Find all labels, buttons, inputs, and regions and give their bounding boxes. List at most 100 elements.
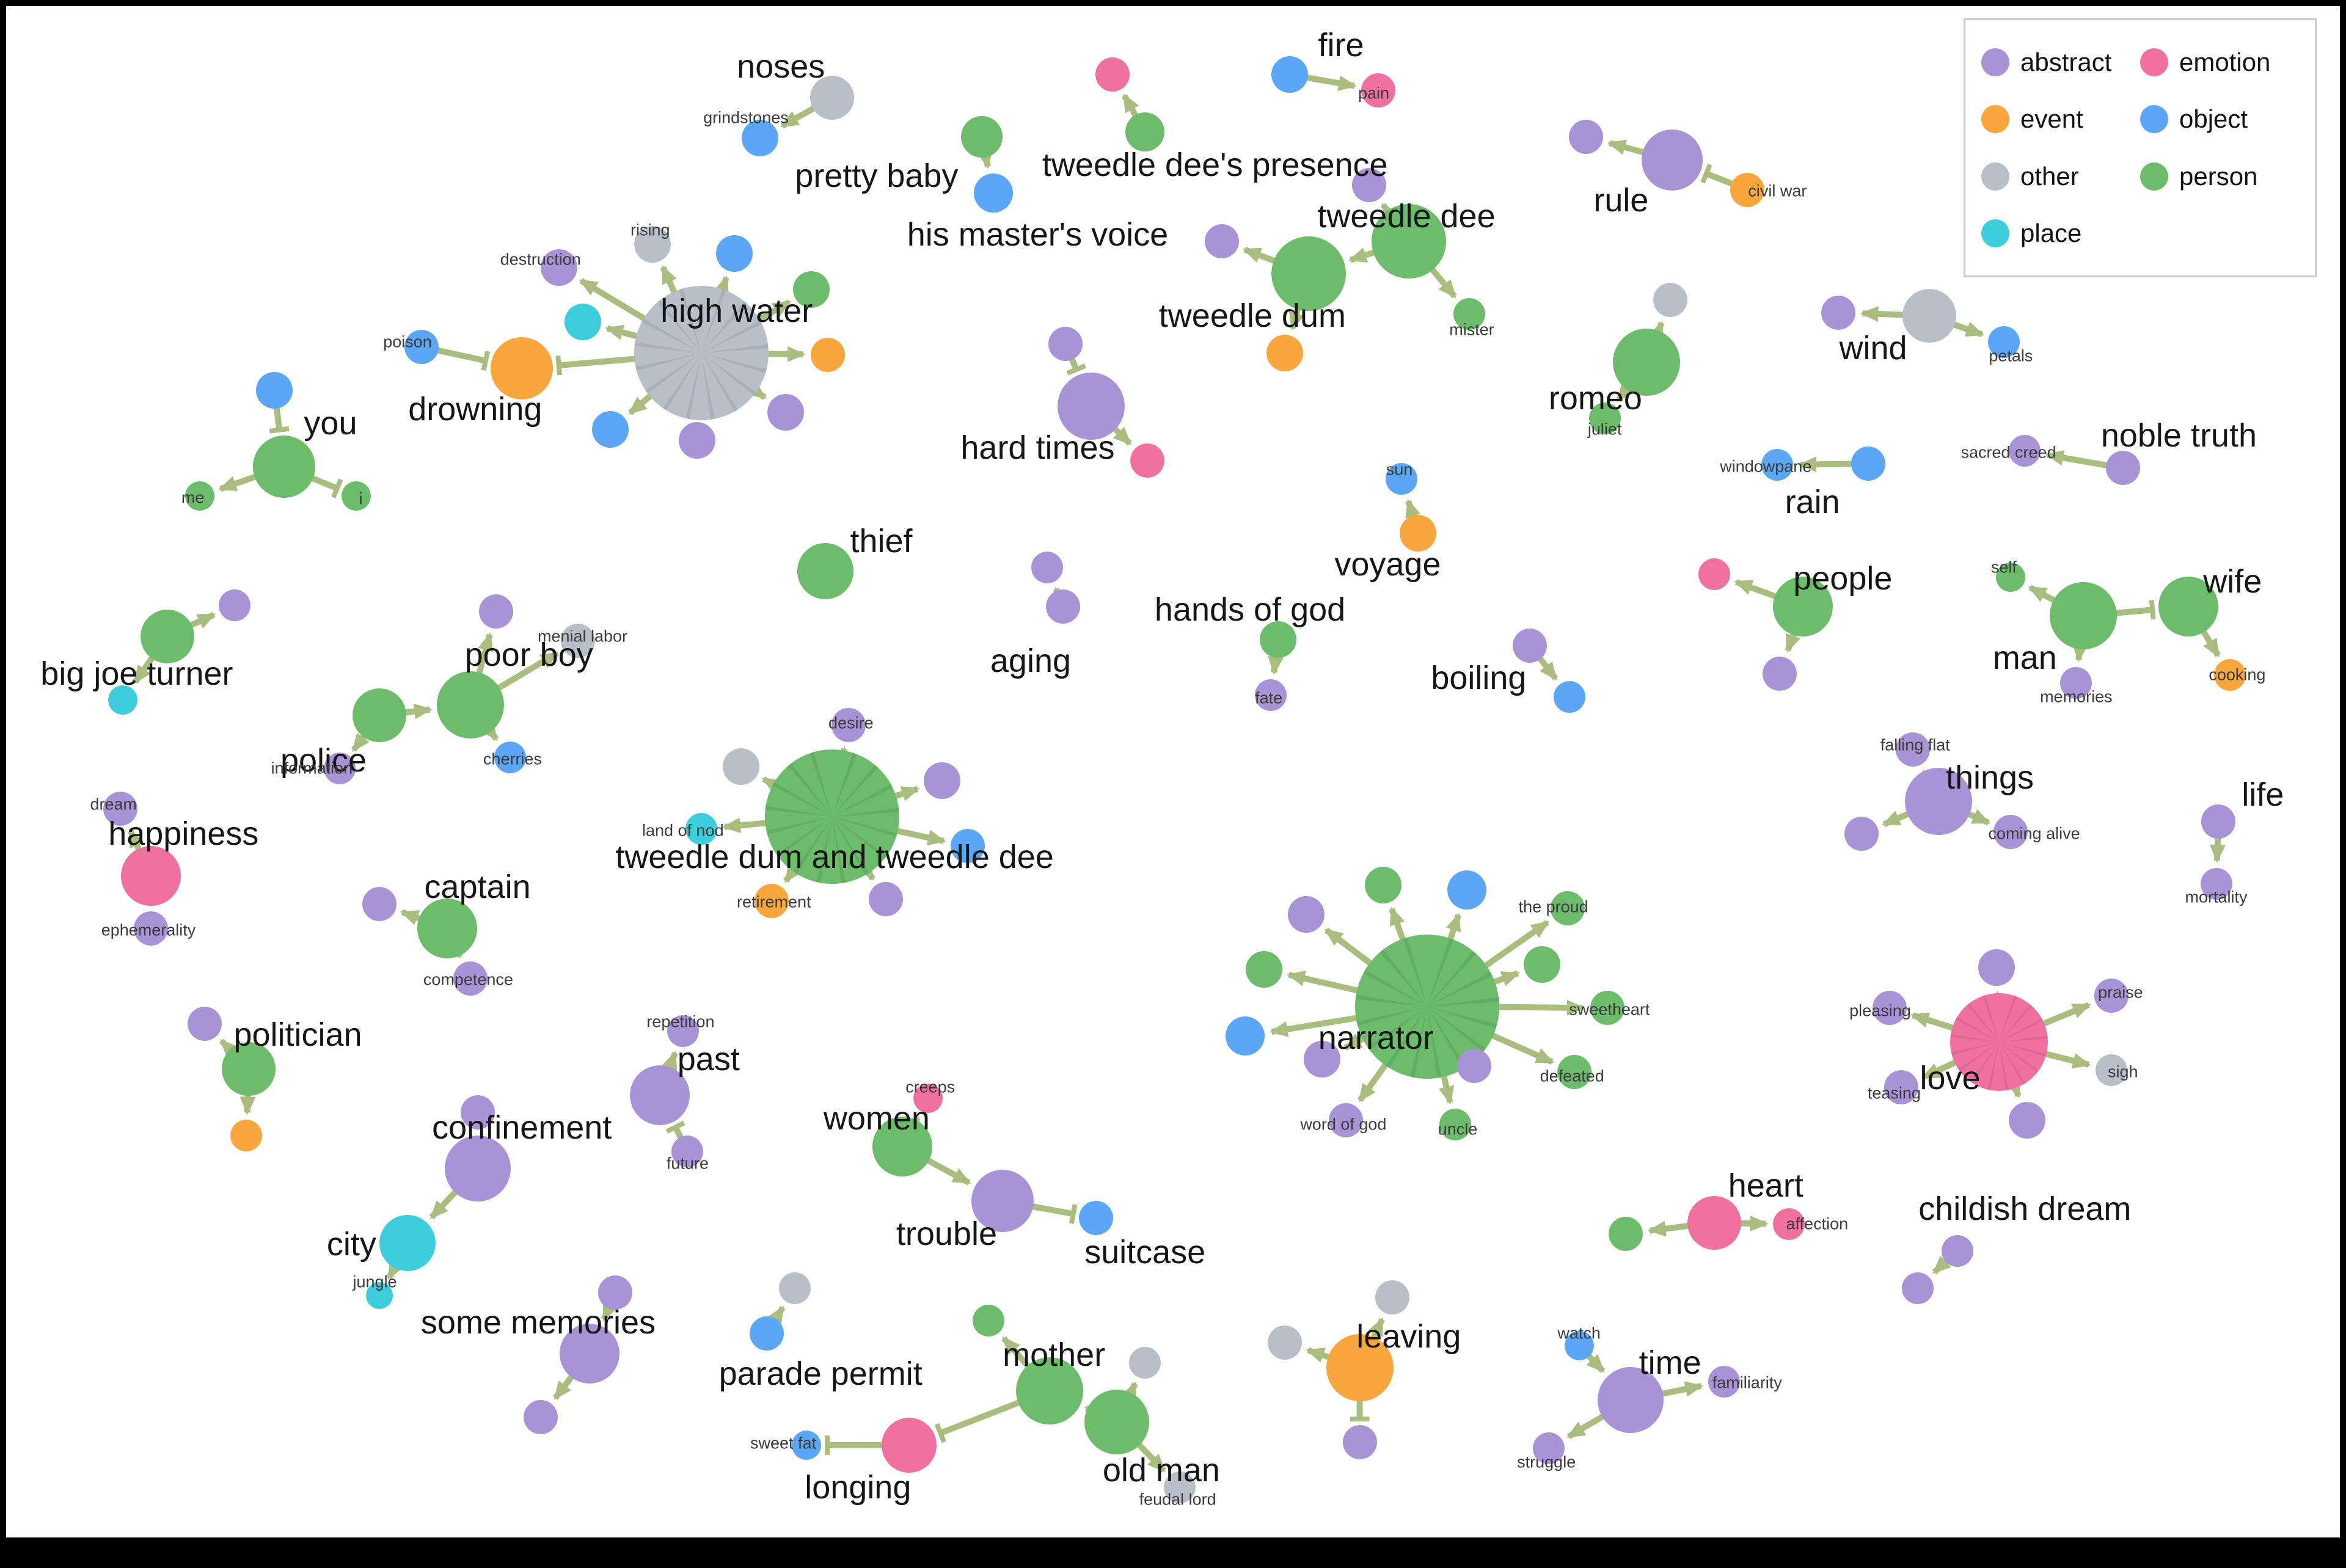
node-time[interactable] <box>1597 1367 1664 1434</box>
node-tweedledee[interactable] <box>1371 203 1446 279</box>
node-trouble[interactable] <box>971 1170 1034 1233</box>
node-sun[interactable] <box>1386 463 1418 495</box>
node-women[interactable] <box>872 1116 932 1176</box>
node-nr-green-l[interactable] <box>1245 950 1282 988</box>
node-people-purple[interactable] <box>1763 656 1797 691</box>
node-hw-cyan[interactable] <box>564 304 601 341</box>
node-om-gray-t[interactable] <box>1129 1346 1161 1379</box>
node-teasing[interactable] <box>1884 1070 1918 1105</box>
node-retirement[interactable] <box>754 883 789 918</box>
node-tdtd-purple-b[interactable] <box>869 881 904 916</box>
node-noses[interactable] <box>810 76 855 120</box>
node-captain-purple[interactable] <box>362 886 397 921</box>
node-you[interactable] <box>252 435 315 498</box>
node-drowning[interactable] <box>491 337 554 400</box>
node-memories[interactable] <box>2060 666 2092 699</box>
node-pb-blue[interactable] <box>973 173 1013 213</box>
node-affection[interactable] <box>1773 1208 1805 1241</box>
node-civilwar[interactable] <box>1730 172 1764 207</box>
node-heart-green[interactable] <box>1609 1216 1643 1251</box>
node-tdtd-gray[interactable] <box>723 748 760 786</box>
node-feudallord[interactable] <box>1164 1471 1196 1503</box>
node-hmv[interactable] <box>1205 224 1240 258</box>
node-lv-purple-b[interactable] <box>1342 1424 1377 1459</box>
node-cooking[interactable] <box>2214 659 2246 691</box>
node-tdp[interactable] <box>1125 112 1165 152</box>
node-paradepermit[interactable] <box>750 1316 784 1351</box>
node-childishdream[interactable] <box>1941 1234 1973 1267</box>
node-things-purple[interactable] <box>1844 817 1879 851</box>
node-romeo-gray[interactable] <box>1653 283 1687 318</box>
node-boiling[interactable] <box>1513 628 1548 663</box>
node-nr-purple-b[interactable] <box>1456 1048 1491 1083</box>
node-tdp-pink[interactable] <box>1095 57 1130 92</box>
node-sweetfat[interactable] <box>792 1430 822 1460</box>
node-repetition[interactable] <box>667 1015 699 1048</box>
node-things[interactable] <box>1904 767 1972 835</box>
node-wife[interactable] <box>2158 577 2218 637</box>
node-past[interactable] <box>629 1065 690 1125</box>
node-aging-purple[interactable] <box>1031 552 1063 584</box>
node-hw-orange[interactable] <box>810 337 845 372</box>
node-pol-orange[interactable] <box>230 1120 263 1152</box>
node-poorboy[interactable] <box>437 671 505 738</box>
node-hw-rising[interactable] <box>634 225 671 263</box>
node-fire-obj[interactable] <box>1271 56 1308 93</box>
node-cherries[interactable] <box>494 742 527 774</box>
node-thief[interactable] <box>797 542 853 599</box>
node-heart[interactable] <box>1687 1195 1742 1250</box>
node-you-blue[interactable] <box>256 372 293 409</box>
node-love-purple-b[interactable] <box>2009 1101 2046 1139</box>
node-dream[interactable] <box>103 792 138 826</box>
node-prettybaby[interactable] <box>960 115 1003 158</box>
node-highwater[interactable] <box>634 285 769 420</box>
node-defeated[interactable] <box>1557 1054 1592 1089</box>
node-information[interactable] <box>324 753 356 785</box>
node-nr-purple-tl[interactable] <box>1287 896 1325 933</box>
node-people[interactable] <box>1773 577 1833 637</box>
node-ht-purple[interactable] <box>1048 326 1083 361</box>
node-juliet[interactable] <box>1588 402 1621 434</box>
node-i[interactable] <box>342 481 371 511</box>
node-cd-purple[interactable] <box>1901 1272 1934 1304</box>
node-tdee-purple[interactable] <box>1351 167 1386 202</box>
node-self[interactable] <box>1996 562 2026 592</box>
node-nobletruth[interactable] <box>2105 451 2140 486</box>
node-rule[interactable] <box>1642 129 1703 191</box>
node-hw-green[interactable] <box>792 271 830 308</box>
node-poison[interactable] <box>404 329 439 364</box>
node-hw-blue1[interactable] <box>715 235 753 272</box>
node-pleasing[interactable] <box>1872 991 1907 1026</box>
node-tdtd-purple-tr[interactable] <box>923 762 960 800</box>
node-tdum-orange[interactable] <box>1266 334 1304 371</box>
node-lv-gray-l[interactable] <box>1268 1325 1303 1360</box>
node-petals[interactable] <box>1987 326 2020 359</box>
node-sm-purple-b[interactable] <box>523 1400 558 1435</box>
node-meniallabor[interactable] <box>560 624 595 658</box>
node-voyage[interactable] <box>1400 515 1437 552</box>
node-happiness[interactable] <box>120 845 181 906</box>
node-nr-purple-bl[interactable] <box>1304 1041 1341 1078</box>
node-city[interactable] <box>379 1214 436 1271</box>
node-watch[interactable] <box>1564 1330 1594 1360</box>
node-nr-blue-l[interactable] <box>1226 1016 1265 1056</box>
node-sm-purple-t[interactable] <box>598 1275 633 1310</box>
node-hw-purple-br[interactable] <box>767 393 804 431</box>
node-love[interactable] <box>1950 993 2048 1092</box>
node-pain[interactable] <box>1361 73 1396 108</box>
node-hw-destruction[interactable] <box>541 249 578 286</box>
node-tdtd[interactable] <box>765 749 900 884</box>
node-nr-green-t[interactable] <box>1364 867 1401 904</box>
node-bjt[interactable] <box>140 609 194 663</box>
node-pb-purple[interactable] <box>479 594 514 629</box>
node-rule-purple[interactable] <box>1569 119 1604 154</box>
node-leaving[interactable] <box>1326 1333 1394 1401</box>
node-wind[interactable] <box>1902 288 1956 343</box>
node-fate[interactable] <box>1255 679 1287 712</box>
node-hardtimes[interactable] <box>1058 372 1125 440</box>
node-life[interactable] <box>2201 804 2236 839</box>
node-sacredcreed[interactable] <box>2009 435 2041 467</box>
node-theproud[interactable] <box>1550 891 1585 926</box>
node-oldman[interactable] <box>1084 1389 1150 1454</box>
node-struggle[interactable] <box>1533 1432 1565 1465</box>
